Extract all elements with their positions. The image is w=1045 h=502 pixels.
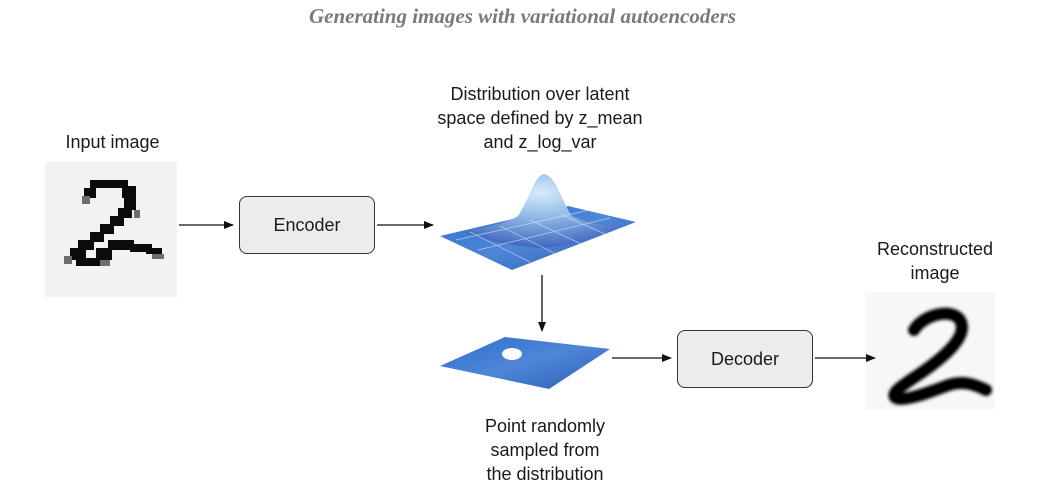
distribution-label: Distribution over latent space defined b… xyxy=(410,82,670,154)
sampled-point-label-line: sampled from xyxy=(490,440,600,460)
reconstructed-digit-icon xyxy=(865,292,995,410)
sampled-point-label-line: Point randomly xyxy=(484,416,606,436)
sampled-point-label-line: the distribution xyxy=(486,464,604,484)
distribution-label-line: and z_log_var xyxy=(483,132,597,152)
sampled-point-marker xyxy=(502,348,522,360)
reconstructed-label-line: image xyxy=(910,263,960,283)
input-image-label: Input image xyxy=(65,132,160,152)
reconstructed-label-line: Reconstructed xyxy=(876,239,994,259)
page-header: Generating images with variational autoe… xyxy=(308,4,737,28)
reconstructed-label: Reconstructed image xyxy=(850,237,1020,285)
distribution-label-line: space defined by z_mean xyxy=(437,108,643,128)
sample-plane-icon xyxy=(440,337,610,389)
distribution-label-line: Distribution over latent xyxy=(450,84,630,104)
gaussian-surface-icon xyxy=(440,174,636,270)
sampled-point-label: Point randomly sampled from the distribu… xyxy=(430,414,660,486)
input-digit-icon xyxy=(45,162,177,297)
encoder-box: Encoder xyxy=(239,196,375,254)
decoder-box: Decoder xyxy=(677,330,813,388)
